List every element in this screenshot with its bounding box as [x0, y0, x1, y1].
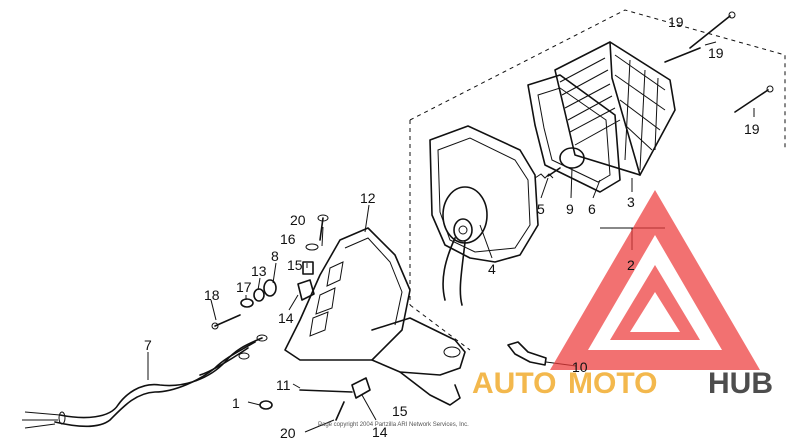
- callout-19a: 19: [668, 14, 684, 30]
- callout-18: 18: [204, 287, 220, 303]
- callout-19b: 19: [708, 45, 724, 61]
- gasket: [527, 74, 621, 193]
- hardware-parts: [211, 11, 774, 421]
- callout-12: 12: [360, 190, 376, 206]
- callout-20a: 20: [290, 212, 306, 228]
- callout-6: 6: [588, 201, 596, 217]
- callout-14a: 14: [278, 310, 294, 326]
- explode-boundary: [409, 9, 786, 351]
- callout-2: 2: [627, 257, 635, 273]
- watermark-moto: MOTO: [568, 367, 657, 400]
- watermark-logo-icon: [550, 190, 760, 370]
- callout-15a: 15: [287, 257, 303, 273]
- callout-8: 8: [271, 248, 279, 264]
- callout-17: 17: [236, 279, 252, 295]
- callout-11: 11: [276, 377, 291, 393]
- callouts: 1 2 3 4 5 6 7 8 9 10 11 12 13 14 14 15 1…: [144, 14, 760, 441]
- callout-16: 16: [280, 231, 296, 247]
- tail-lens-housing: [554, 41, 676, 176]
- watermark-hub: HUB: [708, 367, 773, 400]
- callout-10: 10: [572, 359, 588, 375]
- wire-harness: [22, 334, 268, 429]
- bracket: [284, 227, 466, 406]
- callout-4: 4: [488, 261, 496, 277]
- light-base: [429, 125, 539, 306]
- callout-7: 7: [144, 337, 152, 353]
- callout-15b: 15: [392, 403, 408, 419]
- callout-1: 1: [232, 395, 240, 411]
- watermark-auto: AUTO: [472, 367, 556, 400]
- callout-20b: 20: [280, 425, 296, 441]
- callout-14b: 14: [372, 424, 388, 440]
- callout-9: 9: [566, 201, 574, 217]
- copyright-text: Page copyright 2004 Partzilla ARI Networ…: [318, 422, 469, 428]
- callout-5: 5: [537, 201, 545, 217]
- callout-13: 13: [251, 263, 267, 279]
- callout-3: 3: [627, 194, 635, 210]
- watermark-brand: AUTO MOTO HUB: [472, 367, 773, 400]
- callout-19c: 19: [744, 121, 760, 137]
